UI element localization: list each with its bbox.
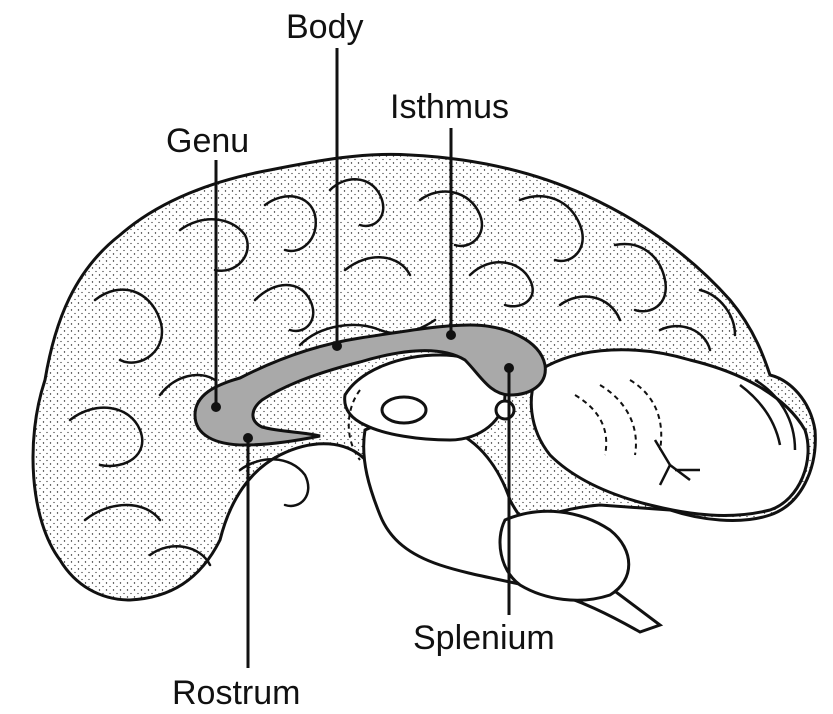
genu-label: Genu (166, 124, 249, 158)
body-label: Body (286, 10, 364, 44)
genu-marker-dot (211, 402, 221, 412)
splenium-marker-dot (504, 363, 514, 373)
pineal-body (496, 401, 514, 419)
rostrum-marker-dot (243, 433, 253, 443)
interthalamic-adhesion (382, 397, 426, 423)
splenium-label: Splenium (413, 621, 555, 655)
isthmus-label: Isthmus (390, 90, 509, 124)
rostrum-label: Rostrum (172, 676, 300, 710)
isthmus-marker-dot (446, 330, 456, 340)
body-marker-dot (332, 341, 342, 351)
